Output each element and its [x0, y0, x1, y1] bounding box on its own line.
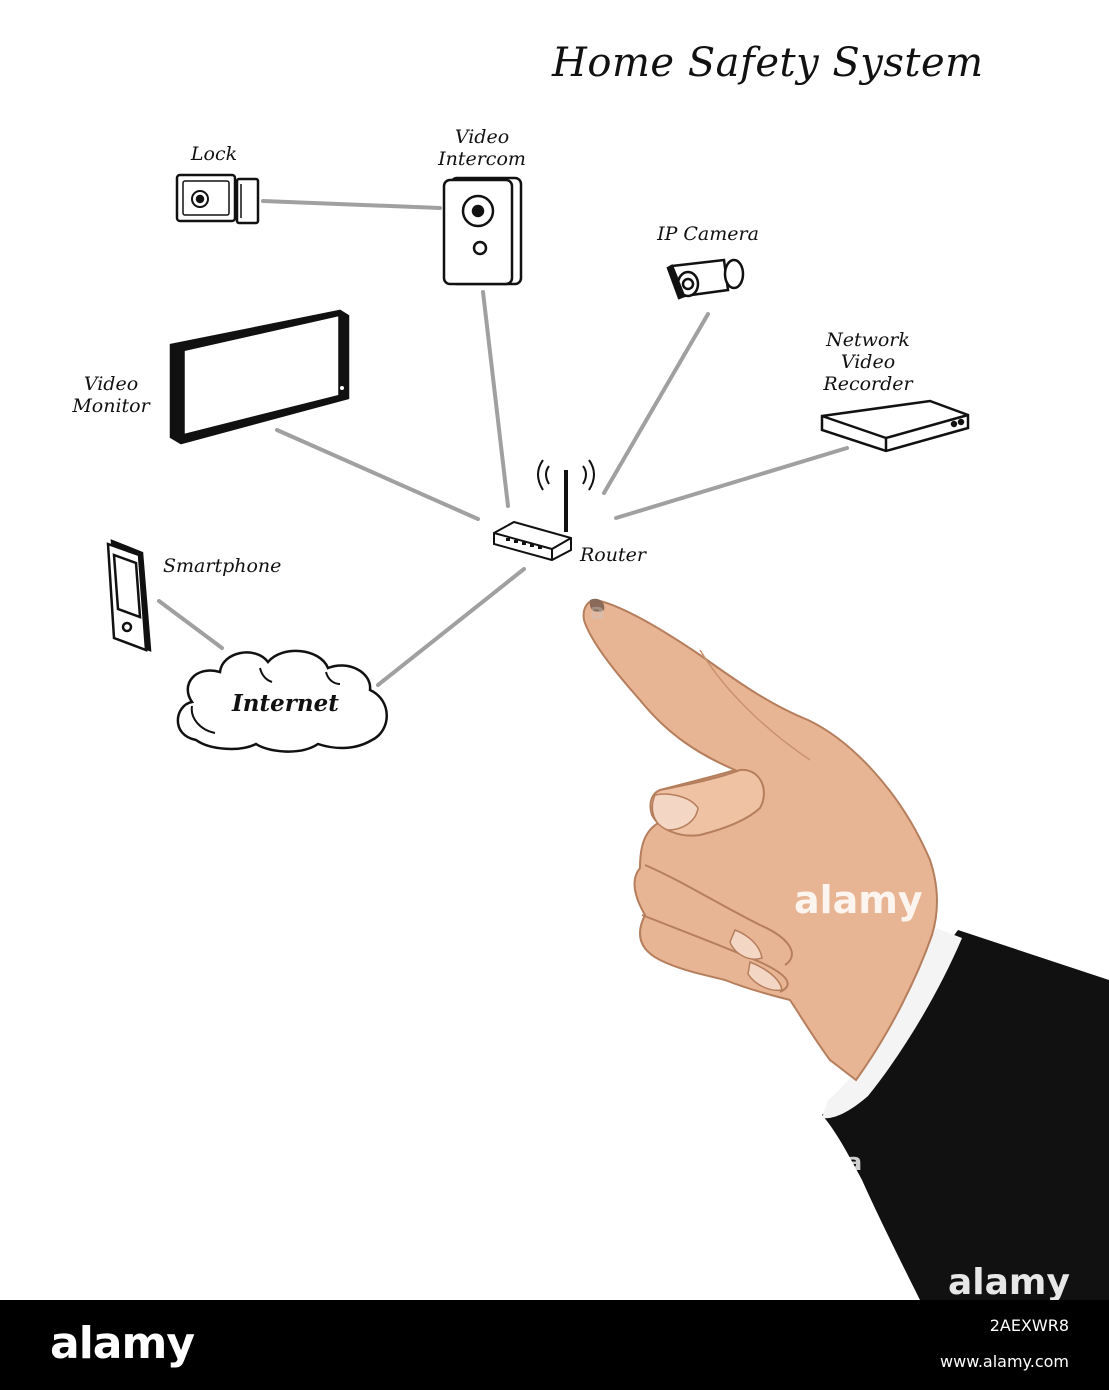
lock-icon	[175, 173, 260, 225]
label-nvr-line2: Video	[840, 351, 896, 373]
line-monitor-router	[275, 428, 480, 521]
video-intercom-icon	[442, 176, 523, 286]
line-lock-intercom	[261, 199, 442, 210]
label-video-intercom-line2: Intercom	[438, 148, 526, 170]
diagram-canvas: Home Safety System Lock Video Intercom I…	[56, 40, 1109, 1303]
pointing-hand	[582, 598, 1109, 1300]
cloud-icon	[176, 649, 388, 753]
video-monitor-icon	[169, 309, 350, 445]
watermark-bottom: alamy	[948, 1262, 1070, 1303]
footer-logo: alamy	[50, 1318, 195, 1369]
footer-url: www.alamy.com	[940, 1352, 1069, 1371]
label-nvr-line3: Recorder	[823, 373, 913, 395]
label-internet: Internet	[232, 690, 339, 717]
label-smartphone: Smartphone	[163, 555, 282, 577]
smartphone-icon	[106, 539, 152, 652]
label-video-monitor-line1: Video	[83, 373, 139, 395]
line-intercom-router	[481, 290, 510, 508]
line-router-internet	[376, 567, 526, 687]
watermark-small-bottom: a	[846, 1148, 863, 1176]
line-smartphone-internet	[157, 599, 224, 650]
label-nvr-line1: Network	[826, 329, 910, 351]
label-ip-camera: IP Camera	[657, 223, 759, 245]
label-video-intercom-line1: Video	[454, 126, 510, 148]
ip-camera-icon	[666, 258, 745, 300]
label-video-monitor-line2: Monitor	[72, 395, 150, 417]
router-icon	[493, 459, 595, 562]
line-nvr-router	[614, 446, 849, 520]
diagram-title: Home Safety System	[552, 40, 984, 86]
label-video-intercom: Video Intercom	[424, 126, 540, 170]
nvr-icon	[820, 399, 970, 453]
connection-lines	[157, 199, 849, 687]
label-video-monitor: Video Monitor	[56, 373, 166, 417]
label-network-video-recorder: Network Video Recorder	[810, 329, 926, 395]
label-lock: Lock	[190, 143, 238, 165]
line-camera-router	[602, 312, 710, 495]
label-router: Router	[580, 544, 646, 566]
diagram-graphics	[106, 173, 1109, 1300]
footer-bar: alamy 2AEXWR8 www.alamy.com	[0, 1300, 1109, 1390]
watermark-center: alamy	[794, 878, 923, 922]
footer-image-id: 2AEXWR8	[989, 1316, 1069, 1335]
watermark-small-top: a	[590, 600, 605, 625]
